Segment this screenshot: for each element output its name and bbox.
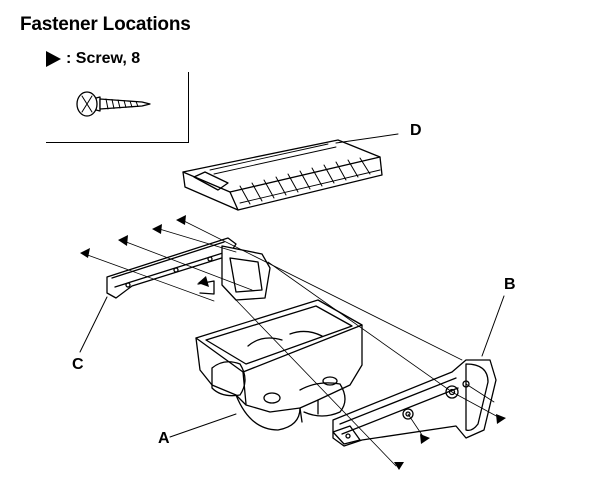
legend-text: : Screw, 8 — [66, 50, 141, 67]
triangle-pointer-icon — [46, 51, 61, 67]
screw-markers — [80, 215, 506, 470]
callout-c: C — [72, 356, 84, 373]
screw-marker-2 — [118, 235, 128, 246]
screw-marker-4 — [176, 215, 186, 225]
screw-marker-7 — [420, 434, 430, 444]
bracket-c — [79, 237, 271, 353]
screw-marker-6 — [394, 462, 404, 470]
screw-marker-5 — [198, 276, 209, 287]
screw-marker-8 — [496, 414, 506, 424]
alignment-lines — [81, 218, 501, 467]
callout-a: A — [158, 430, 170, 447]
legend-box — [46, 72, 189, 143]
filter-element-d — [182, 133, 399, 211]
legend: : Screw, 8 — [44, 50, 140, 68]
callout-b: B — [504, 276, 516, 293]
callout-d: D — [410, 122, 422, 139]
housing-a — [169, 299, 363, 438]
screw-marker-3 — [152, 224, 162, 234]
bracket-b — [332, 295, 505, 447]
diagram-title: Fastener Locations — [20, 14, 191, 35]
screw-marker-1 — [80, 248, 90, 258]
screw-icon — [76, 91, 151, 117]
